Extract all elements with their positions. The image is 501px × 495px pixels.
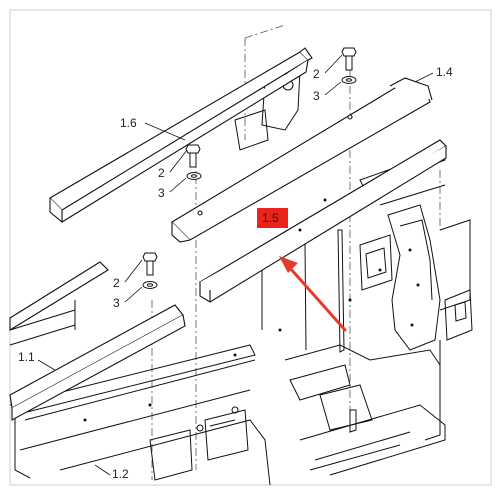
bolt-icon-a bbox=[341, 47, 357, 71]
part-1-6-rail bbox=[49, 47, 313, 224]
label-part-1-4: 1.4 bbox=[436, 65, 453, 79]
bolt-icon-c bbox=[142, 252, 158, 276]
washer-icon-b bbox=[186, 172, 202, 180]
part-1-1-rail bbox=[9, 261, 186, 421]
washer-icon-a bbox=[341, 76, 357, 84]
pointer-arrow bbox=[279, 256, 347, 332]
mounting-holes bbox=[83, 198, 420, 422]
diagram-border bbox=[9, 9, 492, 486]
label-part-1-5: 1.5 bbox=[262, 211, 279, 225]
label-part-1-6: 1.6 bbox=[120, 116, 137, 130]
label-bolt-b: 2 bbox=[158, 166, 165, 180]
label-washer-a: 3 bbox=[313, 89, 320, 103]
washer-icon-c bbox=[142, 281, 158, 289]
frame-structure bbox=[9, 24, 473, 486]
label-washer-b: 3 bbox=[158, 186, 165, 200]
part-1-5-rail bbox=[199, 139, 447, 303]
highlight-box-1-5 bbox=[257, 208, 288, 228]
label-washer-c: 3 bbox=[113, 296, 120, 310]
exploded-parts-diagram: 1.6 1.4 2 3 2 3 2 3 1.1 1.2 1.5 bbox=[9, 9, 492, 486]
label-part-1-2: 1.2 bbox=[112, 467, 129, 481]
label-bolt-a: 2 bbox=[313, 67, 320, 81]
label-part-1-1: 1.1 bbox=[18, 350, 35, 364]
leader-lines bbox=[37, 54, 434, 476]
label-bolt-c: 2 bbox=[113, 276, 120, 290]
bolt-icon-b bbox=[185, 144, 201, 168]
part-1-4-rail bbox=[171, 77, 433, 243]
